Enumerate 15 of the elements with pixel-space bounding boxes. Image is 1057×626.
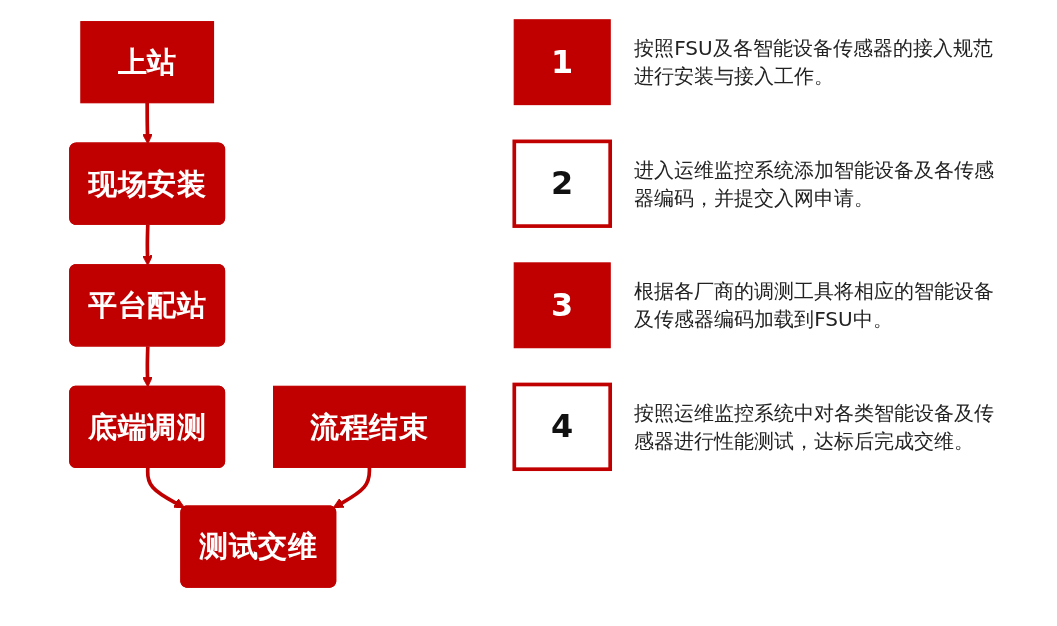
arrow <box>142 224 153 266</box>
arrow <box>142 346 153 388</box>
step-description: 按照FSU及各智能设备传感器的接入规范进行安装与接入工作。 <box>634 35 994 91</box>
step-description: 根据各厂商的调测工具将相应的智能设备及传感器编码加载到FSU中。 <box>634 278 995 334</box>
node-box: 3 <box>513 262 611 349</box>
node-box: 上站 <box>80 21 215 104</box>
node-box: 2 <box>512 139 612 228</box>
node-box: 4 <box>512 382 612 472</box>
arrow <box>145 467 185 509</box>
node-box: 流程结束 <box>273 385 466 468</box>
arrow <box>142 102 153 145</box>
arrow <box>332 467 372 509</box>
step-description: 按照运维监控系统中对各类智能设备及传感器进行性能测试，达标后完成交维。 <box>634 399 995 455</box>
node-box: 1 <box>513 19 611 106</box>
step-description: 进入运维监控系统添加智能设备及各传感器编码，并提交入网申请。 <box>634 156 995 212</box>
